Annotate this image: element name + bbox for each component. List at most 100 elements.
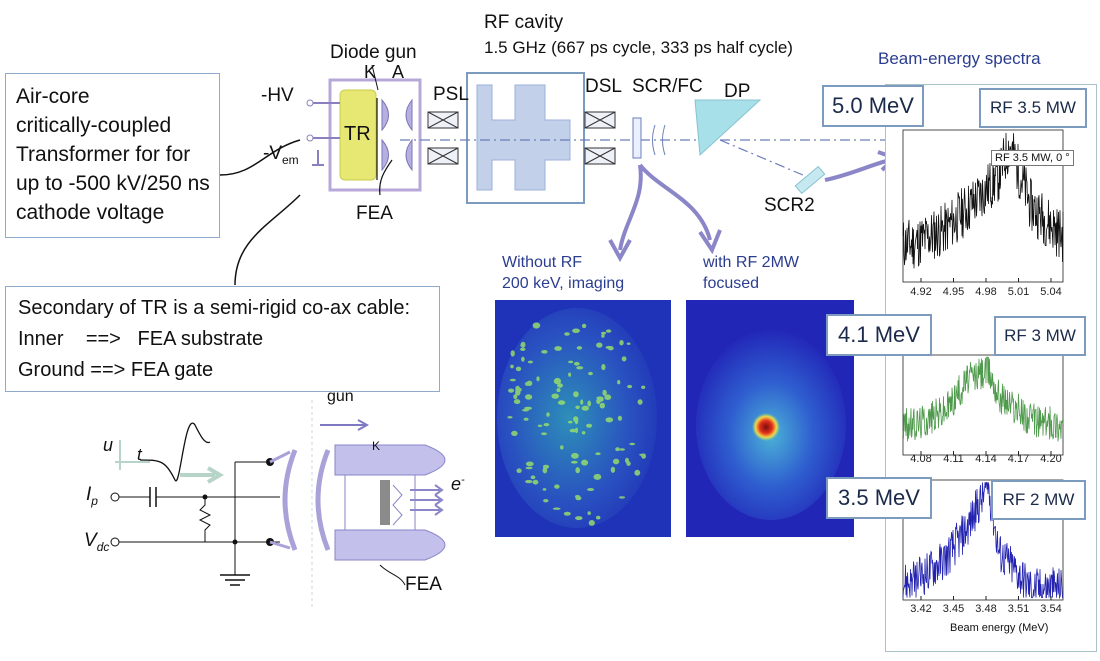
rf-cavity-label: RF cavity (484, 12, 564, 33)
spectra-title: Beam-energy spectra (878, 49, 1041, 68)
spectra-xlabel: Beam energy (MeV) (950, 622, 1049, 634)
scr-fc-label: SCR/FC (632, 76, 703, 97)
imaging-dot (580, 399, 584, 405)
circuit-t-label: t (137, 445, 142, 464)
imaging-dot (612, 458, 620, 465)
imaging-dot (588, 371, 593, 376)
imaging-dot (626, 342, 631, 345)
transformer-connector (219, 139, 301, 176)
scr2 (794, 165, 826, 195)
imaging-dot (634, 469, 641, 476)
tick-label: 3.51 (1008, 603, 1029, 615)
rf-callout-2: RF 3 MW (994, 316, 1086, 356)
circuit-vdc-label: Vdc (84, 530, 109, 554)
tick-label: 4.11 (943, 453, 964, 465)
transformer-line-3: Transformer for for (16, 143, 191, 166)
imaging-dot (605, 329, 612, 333)
imaging-dot (575, 467, 580, 474)
imaging-dot (601, 334, 605, 338)
tick-label: 4.92 (910, 286, 931, 298)
spectrum-line (902, 132, 1064, 269)
vem-subscript: em (282, 152, 299, 167)
imaging-dot (599, 402, 605, 409)
imaging-dot (621, 356, 627, 362)
hv-label: -HV (261, 85, 294, 106)
secondary-line-3: Ground ==> FEA gate (18, 359, 214, 381)
tick-label: 4.20 (1040, 453, 1061, 465)
tick-label: 3.42 (910, 603, 931, 615)
imaging-dot (627, 384, 633, 389)
imaging-dot (541, 432, 547, 436)
imaging-dot (568, 360, 574, 364)
electrode-mid (315, 449, 331, 551)
tick-label: 4.14 (975, 453, 996, 465)
imaging-dot (525, 394, 533, 400)
imaging-dot (552, 507, 561, 510)
imaging-dot (629, 442, 636, 446)
secondary-box: Secondary of TR is a semi-rigid co-ax ca… (5, 286, 440, 392)
e-superscript: - (461, 474, 465, 486)
legend-1: RF 3.5 MW, 0 ° (991, 150, 1074, 166)
imaging-dot (508, 388, 515, 393)
spectrum-frame (902, 129, 1064, 283)
rf-callout-3: RF 2 MW (991, 480, 1086, 520)
imaging-dot (596, 396, 604, 400)
imaging-dot (574, 495, 581, 498)
imaging-dot (537, 424, 543, 427)
tick-label: 3.48 (975, 603, 996, 615)
imaging-dot (575, 405, 580, 409)
imaging-dot (510, 350, 515, 357)
arrow-without-rf (618, 164, 643, 251)
imaging-dot (516, 468, 522, 473)
scr2-label: SCR2 (764, 195, 815, 216)
imaging-dot (541, 350, 548, 354)
spectrum-frame (902, 354, 1064, 456)
imaging-dot (617, 380, 621, 385)
secondary-line-1: Secondary of TR is a semi-rigid co-ax ca… (18, 297, 411, 319)
tick-label: 4.08 (910, 453, 931, 465)
tick-label: 3.45 (943, 603, 964, 615)
without-rf-caption-2: 200 keV, imaging (502, 275, 625, 292)
spectrum-frame (902, 479, 1064, 601)
imaging-dot (625, 457, 629, 464)
secondary-connector (234, 194, 301, 286)
imaging-dot (596, 342, 603, 348)
imaging-dot (546, 412, 550, 417)
imaging-dot (619, 448, 625, 451)
imaging-dot (605, 345, 612, 349)
imaging-dot (617, 415, 622, 421)
imaging-dot (595, 452, 601, 456)
ip-text: I (86, 484, 92, 505)
imaging-dot (573, 361, 580, 366)
dipole (694, 99, 762, 157)
imaging-dot (527, 360, 533, 364)
imaging-dot (615, 447, 620, 452)
imaging-dot (556, 388, 561, 393)
imaging-dot (542, 464, 550, 469)
gun-enclosure (328, 78, 422, 192)
k-label: K (364, 62, 377, 82)
imaging-dot (604, 394, 612, 400)
imaging-dot (605, 417, 614, 423)
imaging-dot (520, 343, 525, 348)
imaging-dot (571, 452, 579, 459)
imaging-dot (526, 380, 533, 386)
spectra-frame (885, 84, 1097, 652)
imaging-dot (542, 488, 547, 491)
imaging-dot (564, 332, 570, 336)
transformer-line-1: Air-core (16, 85, 90, 108)
diode-gun-label: Diode gun (330, 42, 417, 63)
e-text: e (451, 474, 462, 494)
vdc-subscript: dc (96, 539, 110, 554)
imaging-dot (568, 372, 572, 377)
arrow-to-spectra (824, 158, 891, 182)
imaging-dot (542, 467, 548, 474)
secondary-line-2: Inner ==> FEA substrate (18, 328, 264, 350)
imaging-dot (619, 340, 624, 346)
imaging-dot (575, 427, 578, 434)
dp-label: DP (724, 81, 751, 102)
imaging-dot (581, 431, 586, 435)
rf-callout-1: RF 3.5 MW (979, 88, 1087, 128)
